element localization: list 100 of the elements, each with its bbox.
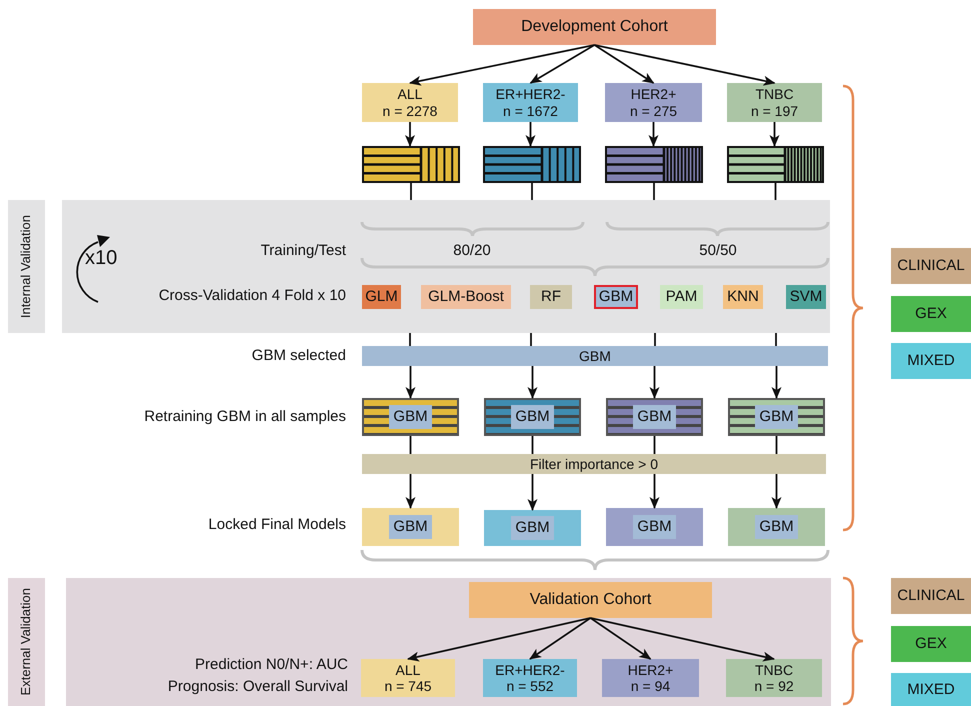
box-text: HER2+ (628, 662, 674, 678)
connector-line (775, 333, 777, 346)
cohort-box: Validation Cohort (469, 582, 712, 618)
connector-line (531, 183, 533, 200)
model-tag: GBM (755, 405, 798, 429)
box-text: TNBC (755, 86, 794, 102)
subgroup-box (362, 83, 458, 122)
validation-panel (62, 200, 830, 333)
box-text: n = 92 (754, 678, 794, 694)
section-label: Internal Validation (19, 214, 34, 318)
cohort-box: Development Cohort (473, 9, 716, 45)
box-text: TNBC (754, 662, 794, 678)
arrow (526, 122, 536, 147)
box-text: ALL (396, 662, 420, 678)
box-text: n = 2278 (382, 102, 438, 119)
model-box (728, 398, 825, 436)
arrow (406, 366, 416, 399)
box-text: HER2+ (630, 86, 676, 102)
box-text: n = 94 (630, 678, 670, 694)
model-tag: GBM (389, 405, 432, 429)
connector-line (530, 333, 532, 346)
arrow (772, 366, 782, 399)
data-split-bar (362, 146, 460, 183)
connector-line (654, 333, 656, 346)
arrow (405, 122, 415, 147)
data-type-tag: CLINICAL (891, 578, 971, 614)
row-label: Training/Test (260, 242, 346, 259)
section-tab (8, 200, 45, 333)
subgroup-box (605, 83, 702, 122)
arrow (594, 44, 776, 86)
filter-bar: Filter importance > 0 (362, 454, 826, 474)
model-tag: GBM (389, 515, 432, 539)
row-label: GBM selected (252, 347, 346, 364)
row-label: Locked Final Models (208, 516, 346, 533)
row-label: Cross-Validation 4 Fold x 10 (158, 287, 346, 304)
method-tag: PAM (660, 285, 703, 309)
row-label: Prognosis: Overall Survival (168, 678, 348, 695)
arrow (650, 366, 660, 399)
box-text: n = 552 (506, 678, 554, 694)
arrow (590, 617, 775, 662)
arrow (406, 474, 416, 509)
model-box (362, 398, 459, 436)
data-type-tag: MIXED (891, 673, 971, 706)
model-box (606, 508, 703, 546)
arrow (529, 617, 591, 660)
method-tag: SVM (786, 285, 826, 309)
connector-line (774, 183, 776, 200)
subgroup-box (483, 83, 578, 122)
data-split-bar (727, 146, 824, 183)
row-label: 50/50 (699, 242, 737, 259)
repeat-label: x10 (85, 247, 118, 270)
arrow (648, 122, 658, 147)
model-tag: GBM (755, 515, 798, 539)
model-tag: GBM (511, 516, 554, 540)
connector-line (532, 436, 534, 454)
arrow (772, 474, 782, 509)
arrow (594, 44, 654, 84)
section-tab (8, 578, 45, 706)
arrow (590, 617, 652, 660)
model-tag: GBM (633, 515, 676, 539)
arrow (530, 44, 595, 84)
validation-panel (66, 578, 831, 706)
model-box (484, 510, 581, 546)
data-split-bar (483, 146, 581, 183)
model-box (362, 508, 459, 546)
connector-line (410, 436, 412, 454)
method-tag: GBM (594, 285, 638, 309)
subgroup-box (483, 659, 577, 697)
subgroup-box (727, 83, 822, 122)
data-type-tag: GEX (891, 626, 971, 662)
connector-line (776, 436, 778, 454)
method-tag: GLM-Boost (421, 285, 511, 309)
method-tag: GLM (362, 285, 401, 309)
connector-line (653, 183, 655, 200)
method-tag: KNN (723, 285, 763, 309)
data-split-bar (605, 146, 703, 183)
data-type-tag: MIXED (891, 343, 971, 379)
model-tag: GBM (511, 405, 554, 429)
method-tag: RF (530, 285, 572, 309)
box-text: n = 745 (384, 678, 432, 694)
box-text: ALL (398, 86, 422, 102)
box-text: n = 197 (750, 102, 798, 119)
section-label: External Validation (19, 588, 34, 696)
subgroup-box (361, 659, 455, 697)
arrow (407, 617, 591, 662)
box-text: ER+HER2- (495, 662, 565, 678)
model-tag: GBM (633, 405, 676, 429)
box-text: ER+HER2- (496, 86, 566, 102)
model-box (728, 508, 825, 546)
selection-bar: GBM (362, 346, 828, 366)
box-text: n = 275 (630, 102, 678, 119)
connector-line (409, 333, 411, 346)
subgroup-box (726, 659, 822, 697)
arrow (770, 122, 780, 147)
box-text: n = 1672 (503, 102, 558, 119)
model-box (484, 398, 581, 436)
connector-line (410, 183, 412, 200)
row-label: 80/20 (453, 242, 491, 259)
arrow (650, 474, 660, 509)
arrow (528, 366, 538, 399)
